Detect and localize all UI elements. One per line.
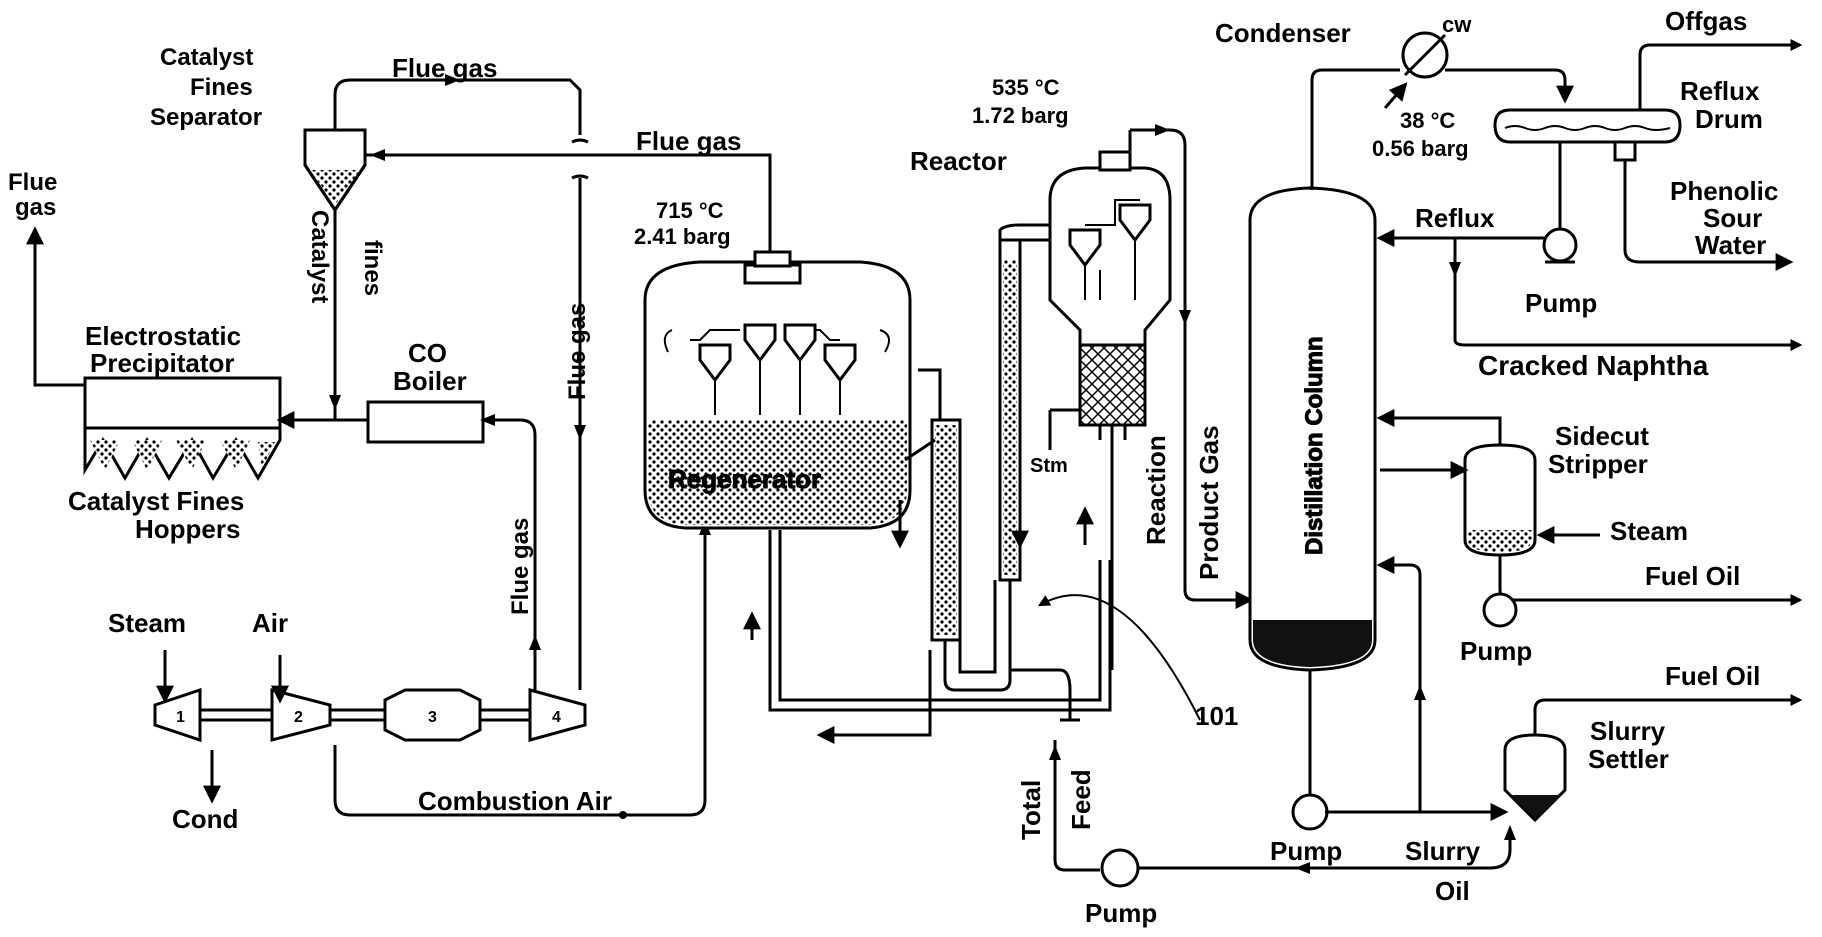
- label-regenerator: Regenerator: [668, 464, 821, 494]
- label-cond: Cond: [172, 804, 238, 834]
- label-reflux-drum-1: Reflux: [1680, 76, 1760, 106]
- stage-label-4: 4: [552, 709, 561, 726]
- label-offgas: Offgas: [1665, 6, 1747, 36]
- label-catalyst-vertical: Catalyst: [306, 210, 333, 303]
- label-figure-ref: 101: [1195, 701, 1238, 731]
- label-pump-bottoms: Pump: [1270, 836, 1342, 866]
- label-esp-2: Precipitator: [90, 348, 235, 378]
- label-sidecut-1: Sidecut: [1555, 421, 1649, 451]
- label-distillation-column: Distillation Column: [1301, 336, 1328, 555]
- label-steam-left: Steam: [108, 608, 186, 638]
- co-boiler: [368, 402, 483, 442]
- label-pump-sidecut: Pump: [1460, 636, 1532, 666]
- label-flue-left-2: gas: [15, 194, 56, 221]
- label-flue-gas-vertical: Flue gas: [564, 303, 591, 400]
- flue-gas-line-top: [335, 80, 580, 135]
- label-hoppers-1: Catalyst Fines: [68, 486, 244, 516]
- label-reactor-press: 1.72 barg: [972, 103, 1069, 128]
- label-overhead-press: 0.56 barg: [1372, 136, 1469, 161]
- label-stm: Stm: [1030, 455, 1068, 477]
- reflux-drum: [1495, 110, 1680, 160]
- label-regen-press: 2.41 barg: [634, 224, 731, 249]
- label-fuel-oil-lower: Fuel Oil: [1665, 661, 1760, 691]
- electrostatic-precipitator: [85, 378, 280, 478]
- stage-label-3: 3: [428, 709, 437, 726]
- label-condenser: Condenser: [1215, 18, 1351, 48]
- label-sidecut-2: Stripper: [1548, 449, 1648, 479]
- label-cw: cw: [1442, 12, 1472, 37]
- label-reflux-drum-2: Drum: [1695, 104, 1763, 134]
- label-slurry-settler-1: Slurry: [1590, 716, 1666, 746]
- label-catalyst-fines-sep-1: Catalyst: [160, 44, 253, 71]
- label-reaction: Reaction: [1141, 435, 1171, 545]
- label-flue-left-1: Flue: [8, 169, 57, 196]
- label-catalyst-fines-sep-3: Separator: [150, 104, 262, 131]
- label-reactor: Reactor: [910, 146, 1007, 176]
- label-hoppers-2: Hoppers: [135, 514, 240, 544]
- label-reactor-temp: 535 °C: [992, 75, 1060, 100]
- label-phenolic-1: Phenolic: [1670, 176, 1778, 206]
- catalyst-fines-separator: [305, 130, 365, 210]
- label-flue-gas-top: Flue gas: [392, 53, 497, 83]
- label-product-gas: Product Gas: [1194, 425, 1224, 580]
- label-regen-temp: 715 °C: [656, 198, 724, 223]
- label-slurry-oil-2: Oil: [1435, 876, 1470, 906]
- label-phenolic-2: Sour: [1703, 203, 1762, 233]
- slurry-settler: [1505, 735, 1565, 820]
- label-flue-gas-mid: Flue gas: [636, 126, 741, 156]
- label-reflux: Reflux: [1415, 203, 1495, 233]
- sidecut-stripper: [1465, 445, 1535, 555]
- label-esp-1: Electrostatic: [85, 321, 241, 351]
- label-steam-right: Steam: [1610, 516, 1688, 546]
- label-cracked-naphtha: Cracked Naphtha: [1478, 350, 1709, 381]
- label-flue-gas-lower-vertical: Flue gas: [507, 518, 534, 615]
- label-overhead-temp: 38 °C: [1400, 108, 1455, 133]
- label-fines-vertical: fines: [359, 240, 386, 296]
- compressor-turbine-train: 1 2 3 4: [155, 690, 585, 740]
- label-catalyst-fines-sep-2: Fines: [190, 74, 253, 101]
- label-pump-feed: Pump: [1085, 898, 1157, 928]
- label-slurry-oil-1: Slurry: [1405, 836, 1481, 866]
- label-air: Air: [252, 608, 288, 638]
- label-phenolic-3: Water: [1695, 230, 1766, 260]
- label-co-boiler-2: Boiler: [393, 366, 467, 396]
- stage-label-2: 2: [294, 709, 303, 726]
- label-combustion-air: Combustion Air: [418, 786, 612, 816]
- label-slurry-settler-2: Settler: [1588, 744, 1669, 774]
- label-co-boiler-1: CO: [408, 338, 447, 368]
- label-total: Total: [1016, 780, 1046, 840]
- stage-label-1: 1: [176, 709, 185, 726]
- label-fuel-oil-upper: Fuel Oil: [1645, 561, 1740, 591]
- label-pump-reflux: Pump: [1525, 288, 1597, 318]
- label-feed: Feed: [1066, 769, 1096, 830]
